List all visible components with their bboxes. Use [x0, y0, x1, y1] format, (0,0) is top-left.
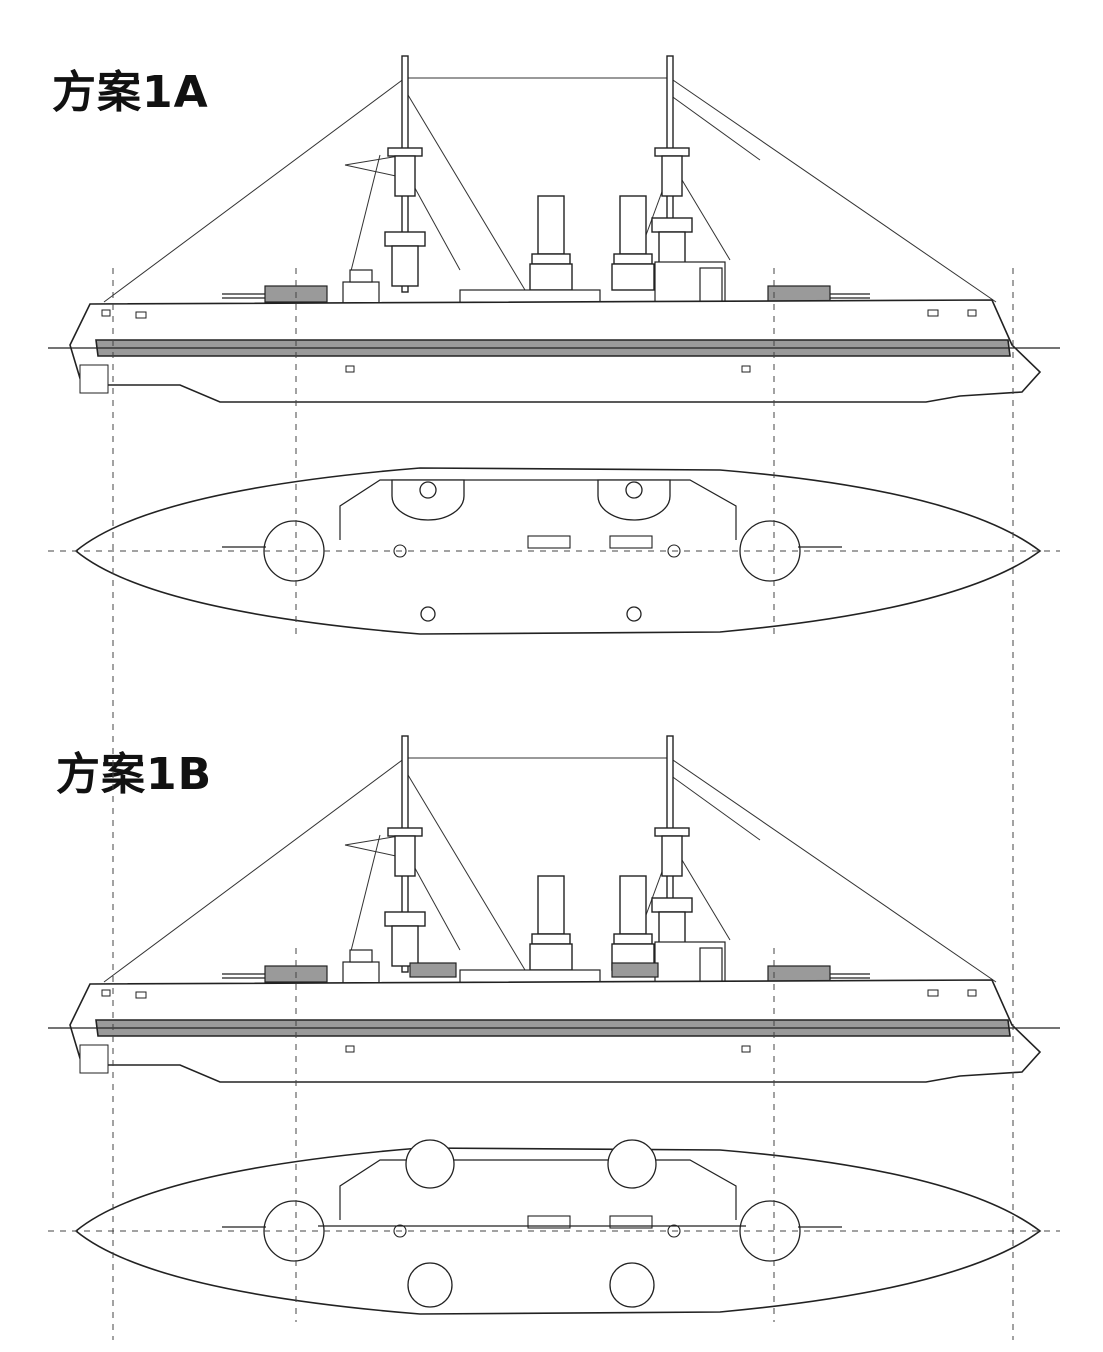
alignment-lines — [48, 268, 1060, 1340]
design-1a-title: 方案1A — [52, 67, 209, 118]
design-1b-side-profile — [47, 735, 1061, 1083]
design-1a-drawing — [47, 55, 1061, 635]
design-1b-deck-turrets — [318, 1139, 746, 1308]
design-1a-side-profile — [47, 55, 1061, 403]
design-1b-drawing — [47, 735, 1061, 1315]
design-1a-wing-turrets — [391, 479, 671, 622]
design-1b-title: 方案1B — [56, 749, 213, 800]
design-1b-extra-turrets — [409, 962, 659, 978]
